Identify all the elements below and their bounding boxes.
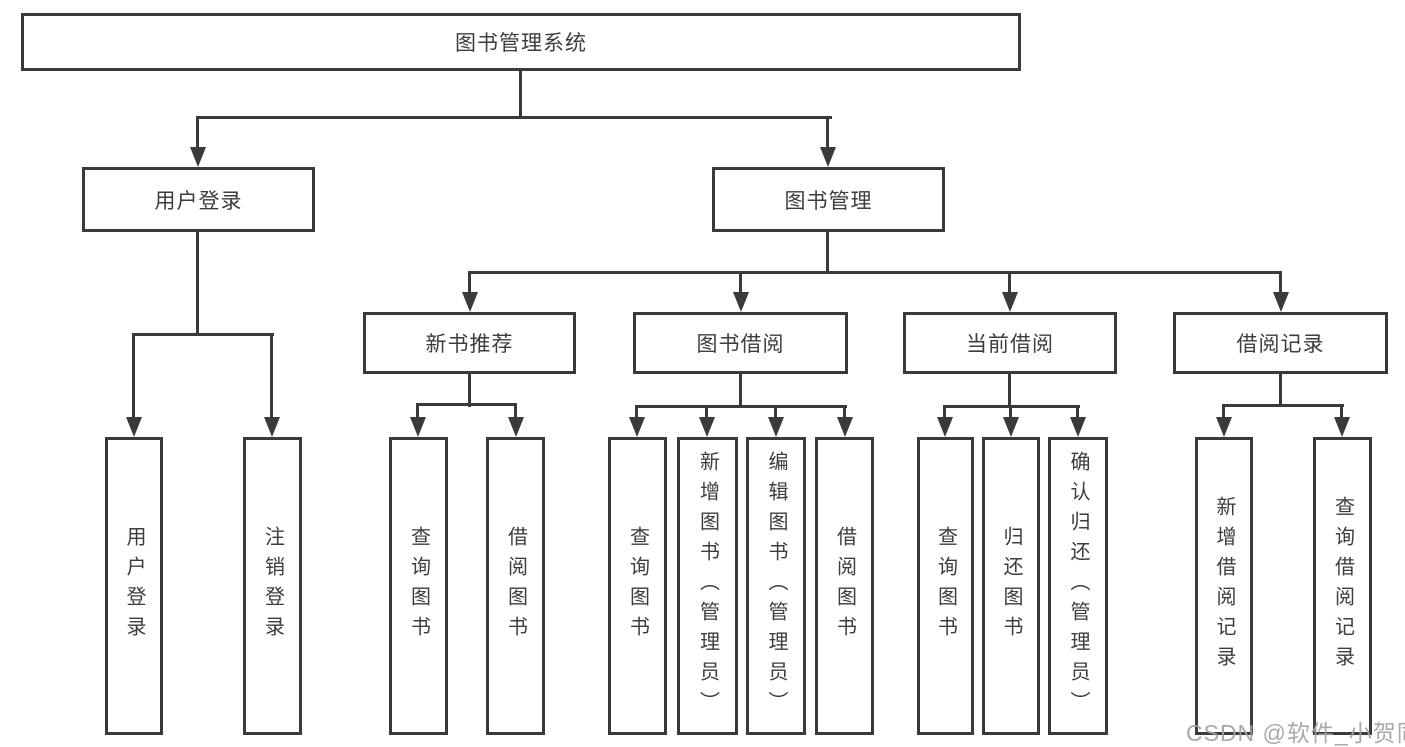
leaf-borrow-query-books: 查询图书 bbox=[608, 437, 667, 735]
connector-line bbox=[1222, 404, 1225, 420]
connector-line bbox=[468, 374, 471, 407]
node-root: 图书管理系统 bbox=[21, 13, 1021, 71]
arrowhead-down-icon bbox=[1070, 417, 1086, 437]
connector-line bbox=[705, 405, 708, 421]
leaf-logout: 注销登录 bbox=[243, 437, 302, 735]
arrowhead-down-icon bbox=[937, 417, 953, 437]
connector-line bbox=[132, 333, 274, 336]
connector-line bbox=[1008, 271, 1011, 296]
node-current-borrow-label: 当前借阅 bbox=[966, 333, 1054, 356]
node-new-book-recommend: 新书推荐 bbox=[363, 312, 576, 374]
arrowhead-down-icon bbox=[190, 147, 206, 167]
connector-line bbox=[416, 403, 517, 406]
leaf-logout-label: 注销登录 bbox=[261, 526, 284, 646]
arrowhead-down-icon bbox=[820, 147, 836, 167]
connector-line bbox=[196, 116, 832, 119]
connector-line bbox=[519, 71, 522, 118]
arrowhead-down-icon bbox=[1334, 417, 1350, 437]
leaf-confirm-return-admin-label: 确认归还（管理员） bbox=[1067, 451, 1089, 721]
connector-line bbox=[739, 374, 742, 408]
node-new-book-recommend-label: 新书推荐 bbox=[425, 333, 514, 356]
connector-line bbox=[635, 405, 638, 421]
node-current-borrow: 当前借阅 bbox=[903, 312, 1117, 374]
arrowhead-down-icon bbox=[1216, 417, 1232, 437]
leaf-edit-books-admin-label: 编辑图书（管理员） bbox=[765, 451, 787, 721]
arrowhead-down-icon bbox=[126, 417, 142, 437]
arrowhead-down-icon bbox=[264, 417, 280, 437]
csdn-watermark: CSDN @软件_小贺同学 bbox=[1186, 720, 1405, 746]
leaf-user-login: 用户登录 bbox=[105, 437, 163, 735]
node-user-login-label: 用户登录 bbox=[154, 189, 243, 213]
node-borrow-record: 借阅记录 bbox=[1173, 312, 1388, 374]
connector-line bbox=[1340, 404, 1343, 420]
arrowhead-down-icon bbox=[1002, 292, 1018, 312]
connector-line bbox=[635, 405, 847, 408]
arrowhead-down-icon bbox=[1273, 292, 1289, 312]
connector-line bbox=[1279, 374, 1282, 407]
leaf-recommend-borrow-books-label: 借阅图书 bbox=[504, 526, 527, 646]
connector-line bbox=[826, 232, 829, 274]
leaf-edit-books-admin: 编辑图书（管理员） bbox=[746, 437, 806, 735]
node-book-borrow-label: 图书借阅 bbox=[696, 333, 785, 356]
leaf-confirm-return-admin: 确认归还（管理员） bbox=[1048, 437, 1108, 735]
arrowhead-down-icon bbox=[699, 417, 715, 437]
node-borrow-record-label: 借阅记录 bbox=[1236, 333, 1325, 356]
arrowhead-down-icon bbox=[629, 417, 645, 437]
connector-line bbox=[774, 405, 777, 421]
leaf-add-borrow-record: 新增借阅记录 bbox=[1195, 437, 1253, 735]
connector-line bbox=[943, 405, 946, 421]
connector-line bbox=[843, 405, 846, 421]
arrowhead-down-icon bbox=[462, 292, 478, 312]
node-user-login: 用户登录 bbox=[82, 167, 315, 232]
leaf-add-books-admin-label: 新增图书（管理员） bbox=[696, 451, 719, 721]
connector-line bbox=[196, 232, 199, 336]
connector-line bbox=[739, 271, 742, 296]
node-root-label: 图书管理系统 bbox=[455, 32, 587, 55]
leaf-recommend-query-books: 查询图书 bbox=[389, 437, 448, 735]
connector-line bbox=[416, 403, 419, 421]
connector-line bbox=[468, 271, 1282, 274]
connector-line bbox=[1222, 404, 1344, 407]
leaf-current-query-books: 查询图书 bbox=[917, 437, 974, 735]
arrowhead-down-icon bbox=[733, 292, 749, 312]
node-book-management: 图书管理 bbox=[712, 167, 945, 232]
arrowhead-down-icon bbox=[837, 417, 853, 437]
leaf-return-books-label: 归还图书 bbox=[1000, 526, 1022, 646]
connector-line bbox=[514, 403, 517, 421]
leaf-add-borrow-record-label: 新增借阅记录 bbox=[1213, 496, 1235, 676]
arrowhead-down-icon bbox=[508, 417, 524, 437]
connector-line bbox=[196, 116, 199, 152]
arrowhead-down-icon bbox=[768, 417, 784, 437]
leaf-recommend-query-books-label: 查询图书 bbox=[407, 526, 430, 646]
arrowhead-down-icon bbox=[410, 417, 426, 437]
connector-line bbox=[1076, 405, 1079, 421]
connector-line bbox=[270, 333, 273, 421]
node-book-borrow: 图书借阅 bbox=[633, 312, 848, 374]
connector-line bbox=[468, 271, 471, 296]
node-book-management-label: 图书管理 bbox=[784, 189, 873, 213]
connector-line bbox=[826, 116, 829, 152]
leaf-current-query-books-label: 查询图书 bbox=[934, 526, 957, 646]
leaf-borrow-books-label: 借阅图书 bbox=[833, 526, 856, 646]
connector-line bbox=[1279, 271, 1282, 296]
leaf-recommend-borrow-books: 借阅图书 bbox=[486, 437, 545, 735]
leaf-add-books-admin: 新增图书（管理员） bbox=[677, 437, 738, 735]
leaf-query-borrow-record: 查询借阅记录 bbox=[1313, 437, 1372, 735]
leaf-user-login-label: 用户登录 bbox=[123, 526, 145, 646]
connector-line bbox=[1009, 405, 1012, 421]
leaf-borrow-query-books-label: 查询图书 bbox=[626, 526, 649, 646]
connector-line bbox=[1008, 374, 1011, 408]
leaf-return-books: 归还图书 bbox=[982, 437, 1040, 735]
leaf-query-borrow-record-label: 查询借阅记录 bbox=[1331, 496, 1354, 676]
connector-line bbox=[132, 333, 135, 421]
leaf-borrow-books: 借阅图书 bbox=[815, 437, 874, 735]
arrowhead-down-icon bbox=[1003, 417, 1019, 437]
